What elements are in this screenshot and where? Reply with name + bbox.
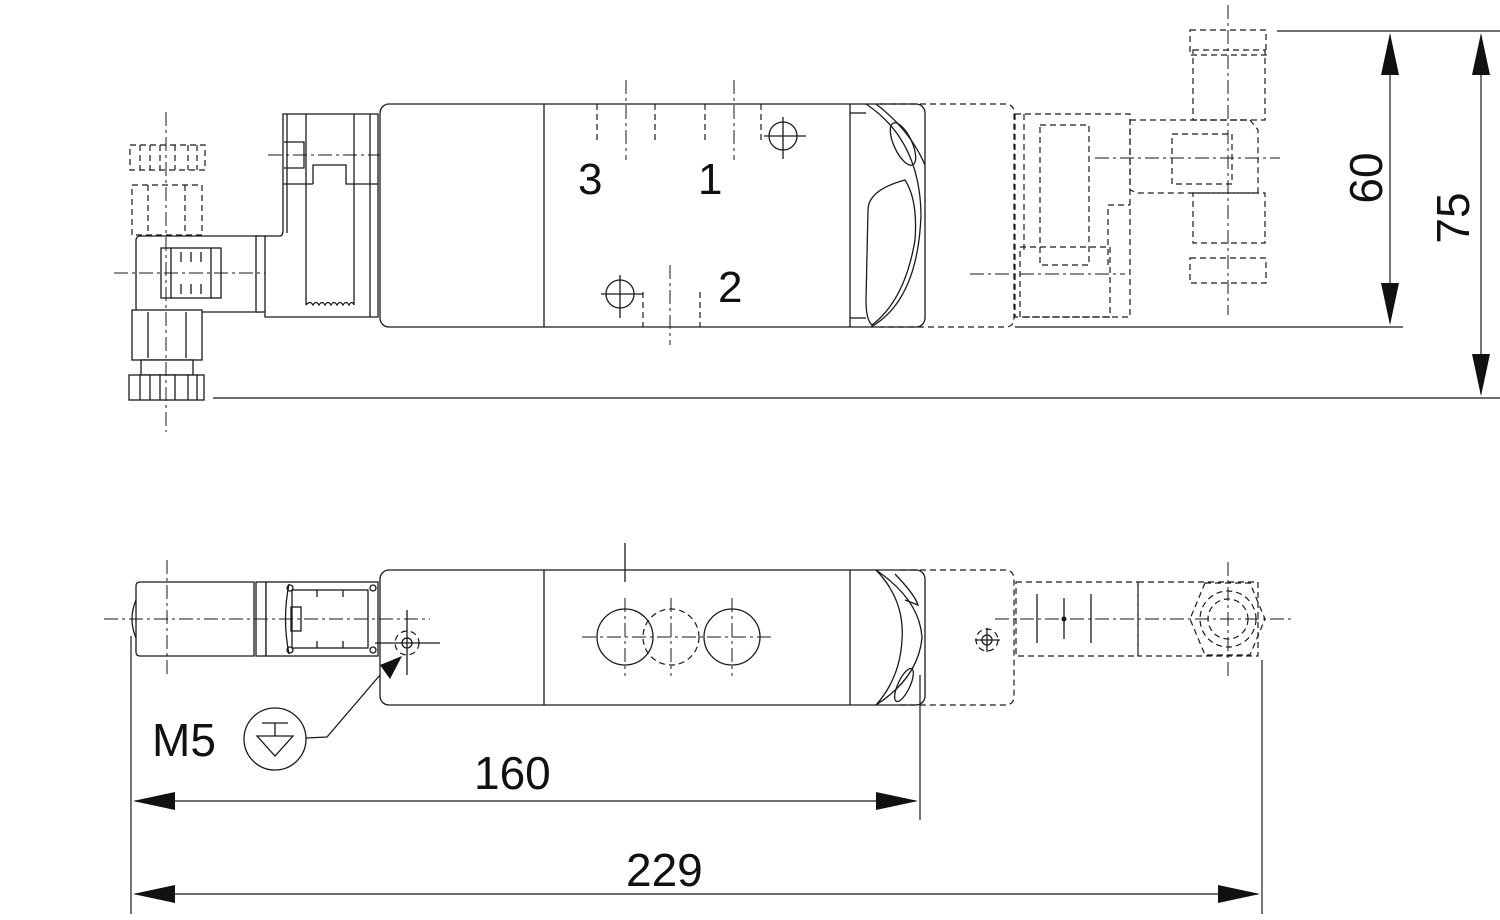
port-label-3: 3 [578,155,603,204]
height-dimensions [213,30,1500,399]
port-label-1: 1 [698,155,723,204]
m5-annotation [243,656,402,771]
dimension-height-60: 60 [1340,152,1392,204]
dimension-length-229: 229 [626,844,703,896]
length-dimensions [130,636,1263,914]
plug-top [131,560,379,675]
connector-plug [114,112,300,432]
dimension-length-160: 160 [474,747,551,799]
coil-housing [264,113,425,318]
body-top [104,543,926,706]
top-view [104,543,1295,914]
alt-connector-position [880,5,1280,328]
dimension-height-75: 75 [1427,192,1479,244]
thread-label-m5: M5 [152,714,216,766]
side-view [114,5,1500,432]
alt-position-top [900,562,1295,706]
port-label-2: 2 [718,263,743,312]
valve-body [379,80,926,345]
